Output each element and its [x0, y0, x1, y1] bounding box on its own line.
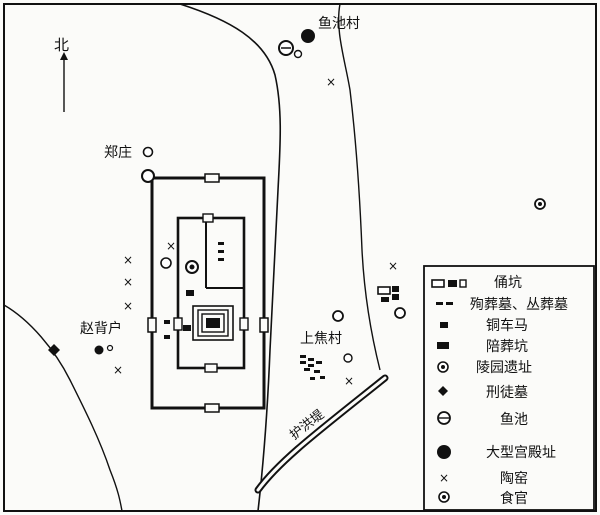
north-arrow-head [60, 52, 68, 60]
east-site-marker [394, 307, 406, 319]
west-corridor-pit-2 [164, 335, 170, 339]
legend-label-2: 铜车马 [486, 317, 528, 334]
north-label: 北 [54, 36, 69, 54]
place-zhaobeihu: 赵背户 [80, 320, 122, 337]
kiln-marker-west-4: × [113, 363, 123, 377]
outer-gate-north [204, 173, 220, 183]
inner-pit-2 [218, 250, 224, 253]
place-shangjiao-village: 上焦村 [300, 331, 342, 347]
kiln-marker-west-3: × [123, 299, 133, 313]
place-zhengzhuang: 郑庄 [104, 144, 132, 161]
legend-icon-terracotta-pit [431, 279, 467, 288]
zhaobeihu-tomb-marker [94, 345, 104, 355]
shangjiao-food-office [343, 353, 353, 363]
legend-box [423, 265, 595, 511]
flood-dike-inner [256, 376, 387, 492]
legend-icon-bronze-chariot [440, 322, 448, 328]
palace-site-marker [301, 29, 315, 43]
legend-icon-fish-pond [437, 411, 451, 425]
terrain-line-east [337, 3, 381, 371]
kiln-marker-west-2: × [123, 275, 133, 289]
kiln-marker-shangjiao: × [344, 374, 354, 388]
inner-pit-1 [218, 242, 224, 245]
zhaobeihu-small-marker [106, 344, 114, 352]
legend-icon-convict-tomb [438, 386, 448, 396]
terrain-line-west-river [179, 3, 282, 512]
legend-label-7: 大型宫殿址 [486, 445, 556, 461]
inner-pit-3 [218, 258, 224, 261]
legend-label-9: 食官 [500, 490, 528, 507]
legend-label-6: 鱼池 [500, 411, 528, 428]
kiln-marker-inside: × [166, 239, 176, 253]
legend-icon-palace-site [437, 445, 451, 459]
outer-gate-west [147, 317, 157, 333]
legend-icon-food-office [438, 491, 450, 503]
kiln-marker-north: × [326, 75, 336, 89]
tomb-mound [192, 305, 234, 341]
convict-tomb-marker [48, 344, 60, 356]
accompanying-pit-marker [186, 290, 194, 296]
place-yuchi-village: 鱼池村 [318, 15, 360, 32]
food-office-marker-west [160, 257, 172, 269]
shangjiao-tomb-cluster [300, 355, 325, 380]
outer-gate-south [204, 403, 220, 413]
outer-wall [150, 176, 266, 410]
inner-gate-south [204, 363, 218, 373]
inner-gate-north [202, 213, 214, 223]
legend-label-0: 俑坑 [494, 275, 522, 291]
terrain-line-southwest [3, 304, 123, 512]
legend-label-3: 陪葬坑 [486, 339, 528, 355]
zhengzhuang-gate-site [141, 169, 155, 183]
outer-gate-east [259, 317, 269, 333]
legend-icon-sacrificial-tomb [436, 302, 453, 305]
legend-label-1: 殉葬墓、丛葬墓 [470, 297, 568, 313]
inner-gate-east [239, 317, 249, 331]
fish-pond-small-marker [293, 49, 303, 59]
legend-icon-mausoleum-site [437, 361, 449, 373]
map-border [3, 3, 597, 512]
zhengzhuang-site-marker [142, 146, 154, 158]
terracotta-pit-cluster [377, 286, 399, 302]
legend-icon-accompanying-pit [437, 342, 449, 349]
legend-icon-kiln: × [439, 471, 449, 485]
legend-label-5: 刑徒墓 [486, 385, 528, 401]
mausoleum-site-dot [189, 264, 195, 270]
bronze-chariot-marker [183, 325, 191, 331]
legend-label-8: 陶窑 [500, 470, 528, 487]
legend: 俑坑 殉葬墓、丛葬墓 铜车马 陪葬坑 陵园遗址 刑徒墓 鱼池 大型宫殿址 × 陶… [423, 265, 595, 511]
food-office-dot-east [538, 202, 542, 206]
west-corridor-pit-1 [164, 320, 170, 324]
kiln-marker-east: × [388, 259, 398, 273]
kiln-marker-west-1: × [123, 253, 133, 267]
shangjiao-site-marker [332, 310, 344, 322]
inner-gate-west [173, 317, 183, 331]
legend-label-4: 陵园遗址 [476, 360, 532, 376]
